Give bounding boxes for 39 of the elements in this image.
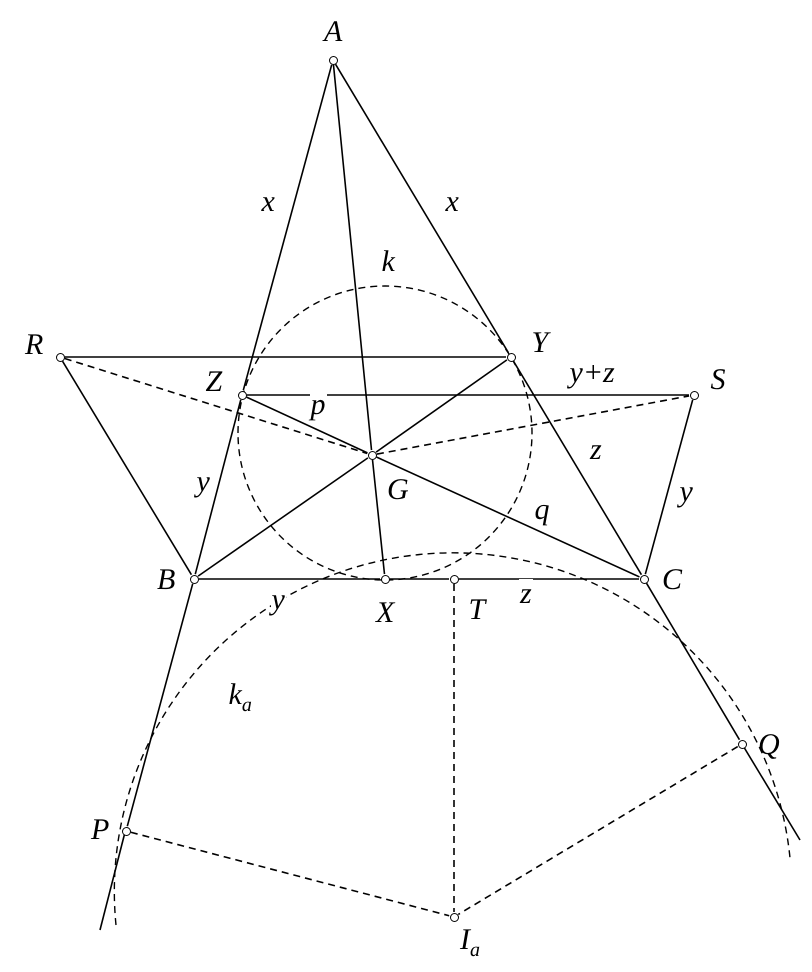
line-segment [646,582,740,740]
line-segment [246,396,368,454]
line-segment [372,460,386,574]
curve-label: k [382,247,395,277]
point-label: B [157,565,176,595]
point-label: P [91,815,110,845]
line-segment [126,584,194,826]
line-segment [390,578,449,580]
dashed-line [64,358,368,454]
line-segment [199,578,380,580]
curve-label: k$_{a}$ [228,680,252,718]
line-segment [334,64,510,354]
line-segment [247,394,689,396]
line-segment [459,578,639,580]
line-segment [512,360,642,576]
line-segment [198,457,368,577]
point-label: T [468,595,486,625]
dashed-line [376,395,690,455]
line-segment [644,400,694,574]
line-segment [332,64,372,450]
point-label: R [25,330,44,360]
dashed-line [453,584,455,912]
point-label: Q [758,730,780,760]
point-label: I$_{a}$ [460,925,480,963]
line-segment [65,356,506,358]
point-label: Y [532,328,548,358]
line-segment [242,64,332,390]
dashed-line [458,746,738,916]
line-segment [376,359,508,453]
line-segment [194,400,242,574]
line-segment [376,456,640,578]
point-label: X [376,598,394,628]
dashed-line [130,832,450,916]
point-label: C [662,565,682,595]
line-segment [62,360,192,576]
point-label: A [324,17,342,47]
point-label: G [387,475,409,505]
point-label: Z [206,367,222,397]
point-label: S [710,365,726,395]
